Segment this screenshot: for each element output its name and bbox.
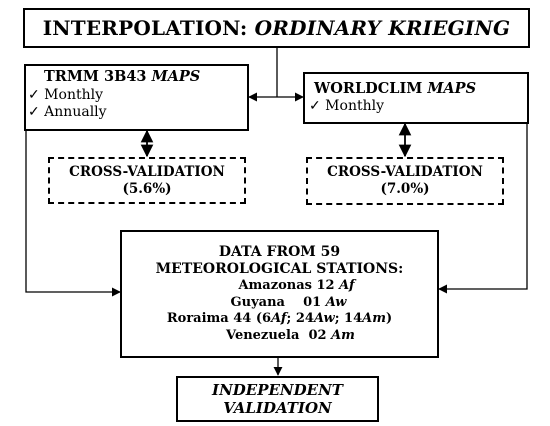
station-climate: Aw	[325, 294, 347, 310]
station-row-venezuela: Venezuela 02 Am	[226, 328, 355, 345]
validation-line1: INDEPENDENT	[212, 381, 343, 399]
station-detail: (6	[255, 311, 272, 326]
station-climate: Af	[339, 278, 355, 293]
station-detail: )	[385, 311, 393, 326]
cross-validation-trmm-box: CROSS-VALIDATION (5.6%)	[48, 157, 246, 204]
station-climate: Am	[362, 311, 386, 326]
cross-validation-worldclim-box: CROSS-VALIDATION (7.0%)	[306, 157, 504, 205]
validation-line2: VALIDATION	[223, 399, 332, 417]
station-row-roraima: Roraima 44 (6Af; 24Aw; 14Am)	[167, 311, 392, 328]
trmm-maps-box: TRMM 3B43 MAPS ✓ Monthly ✓ Annually	[24, 64, 249, 131]
worldclim-maps-word: MAPS	[427, 80, 477, 97]
station-detail: ; 14	[334, 311, 363, 326]
title-box: INTERPOLATION: ORDINARY KRIEGING	[23, 8, 530, 48]
cv-worldclim-label: CROSS-VALIDATION	[327, 164, 483, 180]
stations-data-box: DATA FROM 59 METEOROLOGICAL STATIONS: Am…	[120, 230, 439, 358]
station-region: Guyana	[230, 294, 285, 310]
trmm-stations-arrow	[25, 129, 121, 297]
title-prefix: INTERPOLATION:	[42, 16, 248, 40]
station-count: 01	[303, 294, 322, 310]
trmm-header: TRMM 3B43 MAPS	[44, 68, 247, 85]
station-row-guyana: Guyana 01 Aw	[231, 295, 347, 312]
station-climate: Af	[271, 311, 287, 326]
station-count: 02	[308, 327, 327, 343]
station-climate: Aw	[313, 311, 335, 326]
cv-trmm-value: (5.6%)	[122, 180, 172, 197]
title-method: ORDINARY KRIEGING	[254, 16, 511, 40]
cv-trmm-label: CROSS-VALIDATION	[69, 163, 225, 180]
station-region: Roraima	[166, 311, 229, 326]
station-row-amazonas: Amazonas 12 Af	[238, 278, 354, 295]
worldclim-maps-box: WORLDCLIM MAPS ✓ Monthly	[303, 72, 529, 124]
station-count: 12	[316, 278, 335, 293]
trmm-name: TRMM 3B43	[44, 68, 147, 85]
trmm-maps-word: MAPS	[151, 68, 201, 85]
station-region: Venezuela	[226, 327, 300, 343]
worldclim-stations-arrow	[438, 124, 528, 294]
cv-worldclim-value: (7.0%)	[380, 181, 430, 197]
station-climate: Am	[331, 327, 355, 343]
worldclim-header: WORLDCLIM MAPS	[314, 80, 527, 97]
worldclim-name: WORLDCLIM	[314, 80, 423, 97]
station-region: Amazonas	[238, 278, 312, 293]
worldclim-item-monthly: ✓ Monthly	[309, 98, 384, 114]
stations-line1: DATA FROM 59	[218, 244, 341, 260]
station-count: 44	[233, 311, 252, 326]
independent-validation-box: INDEPENDENT VALIDATION	[176, 376, 379, 422]
station-detail: ; 24	[286, 311, 314, 326]
trmm-item-monthly: ✓ Monthly	[28, 87, 103, 103]
title-text: INTERPOLATION: ORDINARY KRIEGING	[43, 16, 511, 40]
stations-line2: METEOROLOGICAL STATIONS:	[155, 261, 404, 277]
trmm-item-annually: ✓ Annually	[28, 104, 107, 120]
